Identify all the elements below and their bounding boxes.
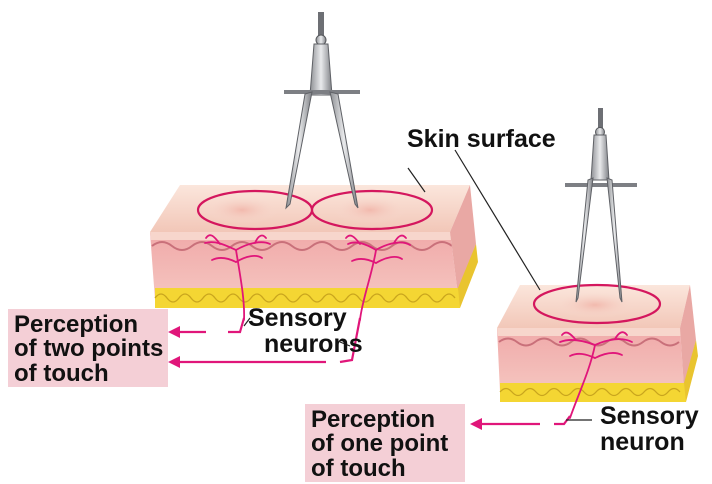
left-skin-block <box>150 185 478 308</box>
perception-one-line-1: Perception <box>305 404 465 432</box>
sensory-neuron-line-2: neuron <box>600 430 699 456</box>
right-arrowhead <box>470 418 482 430</box>
left-arrowhead-bottom <box>168 356 180 368</box>
right-caliper <box>565 108 637 302</box>
right-neuron-pathway <box>480 416 570 424</box>
perception-two-line-2: of two points <box>8 337 168 361</box>
left-arrowhead-top <box>168 326 180 338</box>
sensory-neurons-label: Sensory neurons <box>248 306 363 357</box>
perception-two-points-box: Perception of two points of touch <box>8 309 168 387</box>
perception-one-line-2: of one point <box>305 432 465 456</box>
perception-one-line-3: of touch <box>305 457 465 481</box>
sensory-neurons-line-1: Sensory <box>248 306 363 332</box>
sensory-neuron-label: Sensory neuron <box>600 404 699 455</box>
perception-one-point-box: Perception of one point of touch <box>305 404 465 482</box>
perception-two-line-3: of touch <box>8 362 168 386</box>
sensory-neuron-line-1: Sensory <box>600 404 699 430</box>
skin-surface-label: Skin surface <box>407 127 556 153</box>
perception-two-line-1: Perception <box>8 309 168 337</box>
left-caliper <box>284 12 360 208</box>
sensory-neurons-line-2: neurons <box>264 332 363 358</box>
